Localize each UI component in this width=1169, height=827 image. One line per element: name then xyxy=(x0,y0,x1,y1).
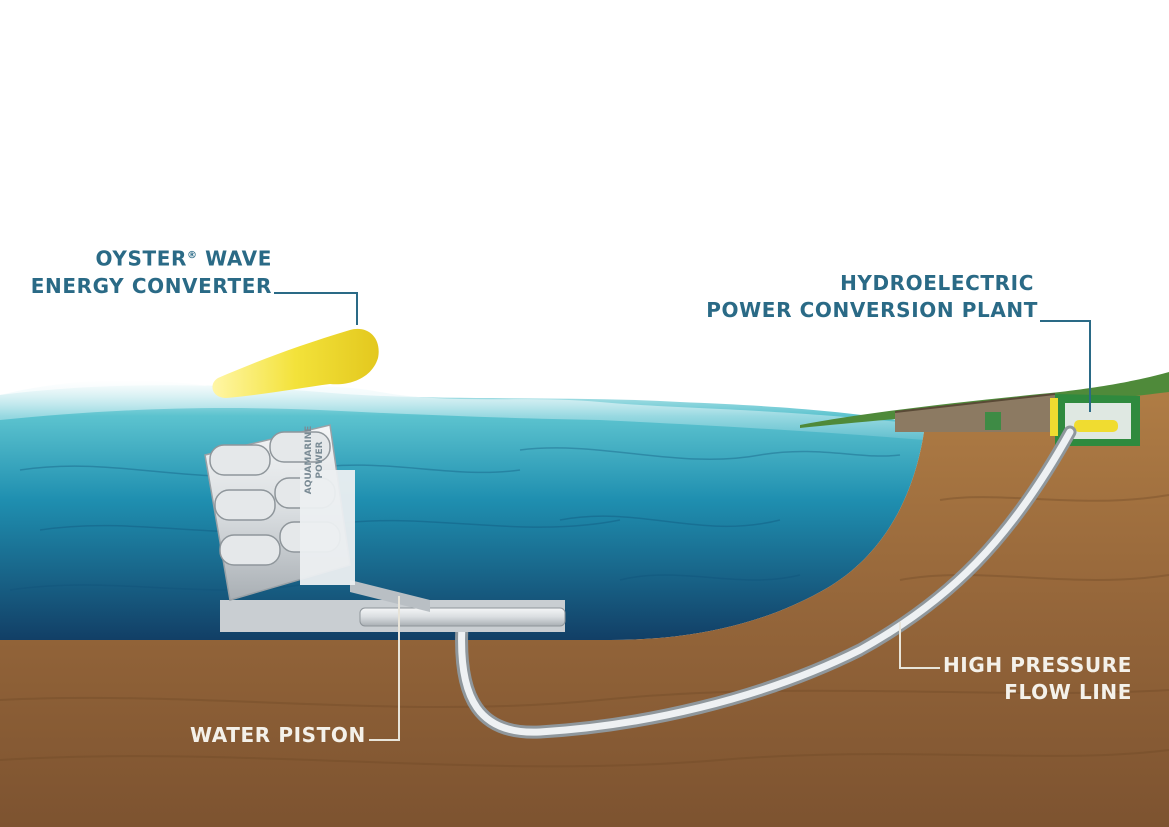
label-water-piston: WATER PISTON xyxy=(190,723,366,747)
seabed-terrain xyxy=(0,385,1169,827)
leader-lines xyxy=(274,292,1091,741)
label-oyster-line1-rest: WAVE xyxy=(197,246,272,271)
leader-hydro xyxy=(1040,320,1091,412)
device-brand-mark: AQUAMARINE POWER xyxy=(304,420,326,500)
leader-piston xyxy=(369,596,400,741)
registered-mark: ® xyxy=(187,250,198,261)
label-hydroelectric-plant: HYDROELECTRIC POWER CONVERSION PLANT xyxy=(700,270,1038,324)
label-hydro-line1: HYDROELECTRIC xyxy=(840,271,1034,295)
label-oyster-name: OYSTER xyxy=(95,246,187,271)
leader-oyster xyxy=(274,292,358,325)
label-hydro-line2: POWER CONVERSION PLANT xyxy=(706,298,1038,322)
device-brand-line2: POWER xyxy=(315,441,325,479)
oyster-hinge-frame xyxy=(220,580,566,632)
label-oyster-line1: OYSTER® WAVE xyxy=(24,242,272,273)
label-high-pressure-flow-line: HIGH PRESSURE FLOW LINE xyxy=(920,652,1132,706)
label-oyster-wave-energy-converter: OYSTER® WAVE ENERGY CONVERTER xyxy=(24,242,272,300)
label-oyster-line2: ENERGY CONVERTER xyxy=(30,273,272,298)
label-flow-line1: HIGH PRESSURE xyxy=(942,653,1132,677)
oyster-flap-device xyxy=(204,424,355,601)
leader-flow xyxy=(899,622,940,669)
device-brand-line1: AQUAMARINE xyxy=(304,425,314,495)
grass-cliff-top xyxy=(800,372,1169,428)
high-pressure-flow-line-pipe xyxy=(455,425,1077,739)
oyster-surface-flap xyxy=(212,328,379,398)
seabed-texture xyxy=(0,494,1169,768)
label-flow-line2: FLOW LINE xyxy=(1004,680,1132,704)
